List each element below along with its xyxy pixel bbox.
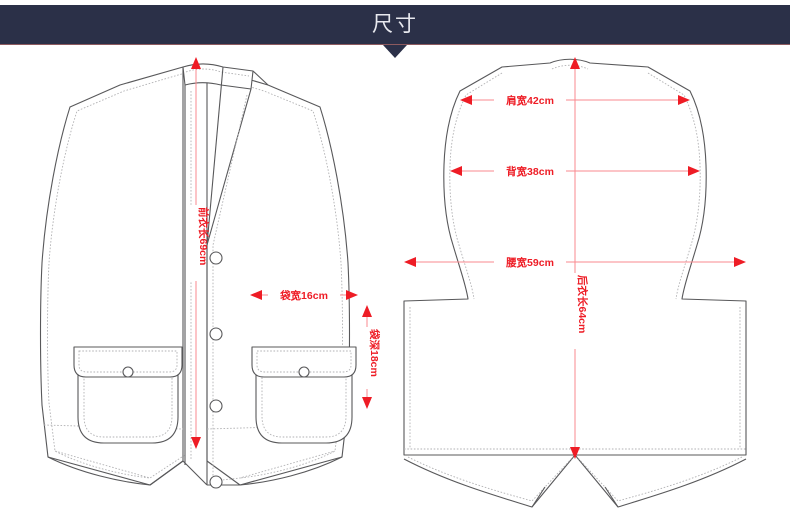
front-length-label: 前衣长69cm (197, 207, 210, 265)
shoulder-width-arrow-right (678, 95, 690, 105)
right-pocket-body (255, 362, 353, 444)
front-button-3 (209, 399, 223, 413)
back-length-label-bg (568, 273, 583, 349)
back-length-label: 后衣长64cm (576, 275, 589, 333)
right-pocket-button (298, 366, 310, 378)
back-dimensions: 后衣长64cm 肩宽42cm 背宽38cm 腰宽59cm (404, 57, 746, 459)
waist-width-arrow-right (734, 257, 746, 267)
back-width-label: 背宽38cm (506, 165, 554, 178)
front-length-label-bg (189, 205, 204, 281)
left-pocket-body (77, 362, 179, 444)
front-left-pocket (73, 346, 183, 444)
pocket-width-label-bg (268, 287, 340, 303)
back-hem-left-point (531, 486, 546, 508)
shoulder-width-label-bg (494, 92, 566, 108)
front-button-1 (209, 251, 223, 265)
front-left-body-stitch (47, 72, 186, 479)
pocket-depth-label-bg (360, 327, 375, 389)
back-length-arrow-top (570, 57, 580, 69)
back-width-arrow-right (688, 166, 700, 176)
front-button-2 (209, 327, 223, 341)
front-collar-stitch (185, 68, 250, 77)
front-collar-band-right (252, 70, 269, 86)
pocket-width-arrow-right (346, 290, 358, 300)
back-hem-right-point (604, 486, 619, 508)
left-pocket-flap-stitch (78, 350, 178, 373)
front-length-arrow-top (191, 57, 201, 69)
front-hem-stitch (54, 450, 186, 479)
front-right-hem-stitch (212, 450, 336, 482)
pocket-width-label: 袋宽16cm (279, 289, 328, 302)
front-dimensions: 前衣长69cm 袋宽16cm 袋深18cm (189, 57, 381, 449)
front-right-body-stitch (204, 72, 343, 479)
waist-width-label-bg (494, 254, 566, 270)
back-neckline-stitch (551, 64, 589, 70)
front-right-underlap-edge (206, 66, 224, 246)
waist-width-arrow-left (404, 257, 416, 267)
back-left-armhole-stitch (449, 72, 503, 300)
pocket-width-arrow-left (250, 290, 262, 300)
left-pocket-button (122, 366, 134, 378)
right-pocket-body-stitch (261, 366, 347, 438)
back-right-hem-panel (574, 454, 747, 508)
front-right-pocket (251, 346, 357, 444)
back-right-hem-panel-stitch (576, 456, 743, 502)
waist-width-label: 腰宽59cm (505, 256, 554, 269)
diagram-canvas: 前衣长69cm 袋宽16cm 袋深18cm (0, 45, 790, 518)
pocket-depth-label: 袋深18cm (368, 328, 381, 377)
front-button-4 (209, 475, 223, 489)
left-pocket-body-stitch (83, 366, 173, 438)
back-length-arrow-bottom (570, 447, 580, 459)
left-pocket-flap (73, 346, 183, 378)
triangle-down-icon (383, 45, 407, 58)
shoulder-width-label: 肩宽42cm (506, 94, 554, 107)
back-width-arrow-left (450, 166, 462, 176)
page-title: 尺寸 (372, 13, 418, 36)
pocket-depth-arrow-top (362, 305, 372, 317)
front-length-arrow-bottom (191, 437, 201, 449)
back-left-hem-panel-stitch (407, 456, 574, 502)
right-pocket-flap-stitch (256, 350, 352, 373)
back-right-armhole-stitch (647, 72, 701, 300)
pocket-depth-arrow-bottom (362, 397, 372, 409)
vest-front-view (39, 63, 357, 489)
right-pocket-flap (251, 346, 357, 378)
shoulder-width-arrow-left (460, 95, 472, 105)
back-width-label-bg (494, 163, 566, 179)
front-left-hem-point (47, 456, 208, 486)
header-banner (0, 5, 790, 45)
back-left-hem-panel (403, 454, 576, 508)
